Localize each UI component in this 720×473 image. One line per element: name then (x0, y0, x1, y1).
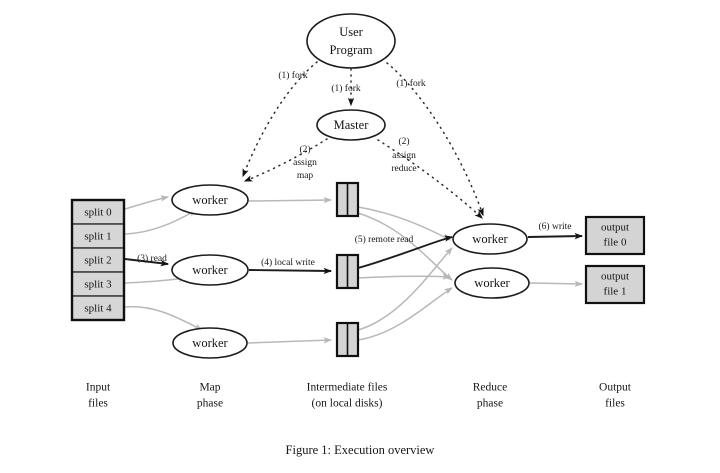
edge-split0-worker0 (124, 195, 170, 210)
label-assign-map-l2: map (297, 171, 314, 181)
intermediate-file-0[interactable] (335, 181, 360, 218)
edge-worker0-inter0 (248, 196, 333, 204)
output-file-0-line1: output (601, 222, 629, 234)
map-worker-0-label: worker (192, 193, 228, 207)
edge-remote-read-inter1-reduce0 (357, 235, 454, 269)
edge-read-split2-worker1 (124, 258, 170, 267)
edge-inter1-reduce1 (357, 273, 452, 280)
output-file-1-line2: file 1 (604, 286, 627, 298)
edge-reduce1-output1 (529, 280, 584, 288)
edge-split4-worker2 (124, 305, 203, 331)
phase-labels-row: Input files Map phase Intermediate files… (86, 382, 632, 410)
user-program-node[interactable]: User Program (306, 13, 396, 69)
edge-worker2-inter2 (247, 337, 333, 344)
output-file-0[interactable]: output file 0 (584, 215, 646, 256)
label-remote-read: (5) remote read (355, 234, 414, 245)
phase-input-line2: files (88, 398, 108, 410)
map-worker-2-label: worker (192, 336, 228, 350)
phase-output-line1: Output (599, 382, 632, 394)
label-fork-right: (1) fork (396, 78, 426, 89)
edge-split1-worker0 (124, 209, 197, 235)
output-file-1-line1: output (601, 271, 629, 283)
label-assign-map-l1: assign (293, 158, 317, 168)
map-worker-0[interactable]: worker (171, 184, 249, 216)
edge-local-write-worker1-inter1 (248, 267, 333, 275)
phase-reduce-line1: Reduce (473, 382, 507, 394)
reduce-worker-1[interactable]: worker (454, 267, 530, 299)
phase-map-line2: phase (197, 398, 223, 410)
phase-output-line2: files (605, 398, 625, 410)
input-files-stack: split 0 split 1 split 2 split 3 split 4 (70, 198, 126, 322)
label-assign-reduce-num: (2) (398, 136, 409, 147)
label-read: (3) read (137, 253, 167, 264)
label-assign-reduce-l2: reduce (391, 164, 416, 174)
split-label-3: split 3 (84, 279, 112, 291)
split-label-1: split 1 (84, 231, 111, 243)
assign-edges-group (243, 138, 483, 219)
phase-input-line1: Input (86, 382, 111, 394)
edge-split3-worker1 (124, 275, 188, 284)
reduce-worker-0-label: worker (472, 232, 508, 246)
edge-write-reduce0-output0 (527, 232, 584, 240)
assign-reduce-edge (377, 139, 483, 219)
split-label-4: split 4 (84, 303, 112, 315)
input-stack-frame (70, 198, 126, 322)
label-local-write: (4) local write (261, 257, 315, 268)
master-label: Master (334, 118, 370, 132)
output-file-1[interactable]: output file 1 (584, 264, 646, 305)
map-worker-2[interactable]: worker (172, 327, 248, 359)
label-write: (6) write (539, 221, 572, 232)
phase-map-line1: Map (199, 382, 220, 394)
map-worker-1-label: worker (192, 263, 228, 277)
label-fork-left: (1) fork (278, 70, 308, 81)
edge-inter2-reduce1 (357, 287, 453, 341)
fork-edge-left (242, 61, 318, 178)
master-node[interactable]: Master (316, 109, 386, 141)
output-file-0-line2: file 0 (604, 237, 627, 249)
phase-intermediate-line2: (on local disks) (312, 398, 383, 410)
label-fork-center: (1) fork (331, 83, 361, 94)
label-assign-map-num: (2) (299, 144, 310, 155)
split-label-0: split 0 (84, 207, 112, 219)
intermediate-to-reduce-edges (357, 206, 454, 341)
figure-caption: Figure 1: Execution overview (286, 443, 435, 457)
intermediate-file-1[interactable] (335, 253, 360, 290)
phase-intermediate-line1: Intermediate files (307, 382, 388, 394)
map-worker-1[interactable]: worker (171, 254, 249, 286)
fork-edge-right (386, 62, 484, 217)
edge-inter2-reduce0 (357, 247, 453, 331)
fork-edges-group (242, 61, 484, 217)
phase-reduce-line2: phase (477, 398, 503, 410)
edge-inter0-reduce1 (357, 212, 453, 281)
map-to-intermediate-edges (247, 196, 333, 344)
reduce-worker-1-label: worker (474, 276, 510, 290)
intermediate-file-2[interactable] (335, 321, 360, 358)
reduce-worker-0[interactable]: worker (452, 223, 528, 255)
user-program-line1: User (339, 25, 363, 39)
label-assign-reduce-l1: assign (392, 151, 416, 161)
assign-map-edge (243, 138, 328, 182)
split-label-2: split 2 (84, 255, 111, 267)
user-program-line2: Program (329, 43, 372, 57)
